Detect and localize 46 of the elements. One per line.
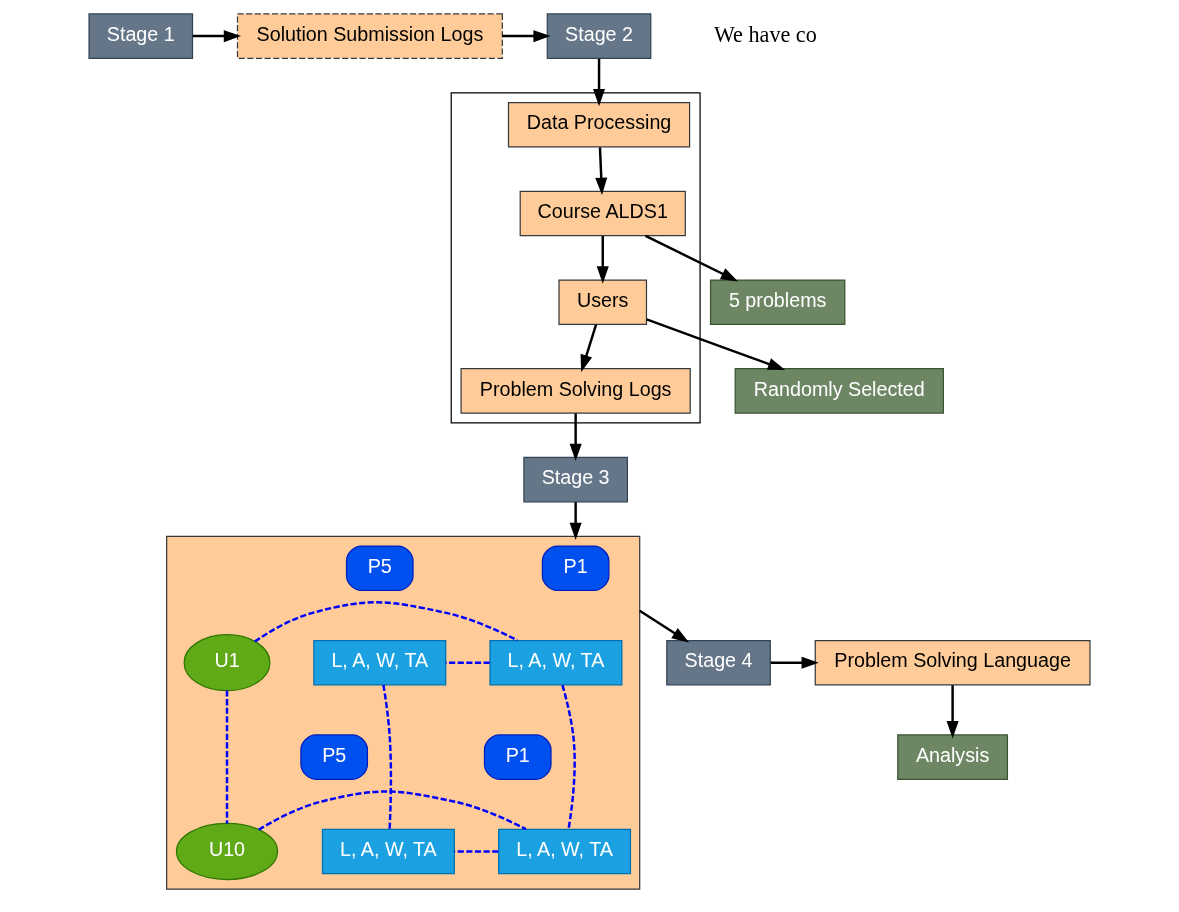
node-box: Stage 2 — [546, 12, 652, 59]
node-box: Problem Solving Logs — [460, 367, 691, 414]
cluster — [450, 91, 701, 424]
connector — [454, 849, 499, 853]
arrow — [639, 609, 690, 642]
node-box: Stage 3 — [523, 456, 628, 502]
connector — [225, 690, 229, 824]
node-ellipse: U1 — [183, 633, 271, 691]
connector — [382, 684, 393, 829]
node-box: P1 — [483, 733, 552, 780]
node-box: L, A, W, TA — [321, 828, 455, 874]
arrow — [502, 29, 551, 42]
node-box: Course ALDS1 — [519, 190, 686, 236]
arrow — [593, 58, 606, 106]
node-box: Randomly Selected — [734, 367, 944, 414]
node-box: P5 — [345, 545, 414, 591]
arrow — [646, 317, 786, 370]
node-box: Stage 4 — [666, 639, 771, 685]
node-ellipse: U10 — [175, 822, 279, 880]
node-box: Solution Submission Logs — [236, 12, 503, 59]
cluster — [166, 535, 641, 890]
node-box: L, A, W, TA — [313, 639, 447, 685]
arrow — [946, 684, 959, 738]
arrow — [580, 323, 598, 372]
connector — [445, 660, 490, 664]
node-box: Data Processing — [507, 101, 691, 148]
arrow — [770, 656, 819, 669]
arrow — [569, 501, 582, 540]
node-box: 5 problems — [709, 278, 846, 325]
node-box: Users — [558, 278, 648, 325]
arrow — [596, 235, 609, 284]
connector — [254, 600, 518, 642]
label: We have co — [713, 21, 817, 47]
arrow — [595, 146, 608, 195]
node-box: L, A, W, TA — [489, 639, 623, 685]
connector — [561, 684, 576, 829]
node-box: P5 — [300, 733, 369, 780]
arrow — [192, 29, 242, 42]
node-box: L, A, W, TA — [498, 828, 632, 874]
arrow — [645, 234, 739, 281]
node-box: Analysis — [897, 733, 1009, 780]
arrow — [569, 412, 582, 461]
node-box: P1 — [541, 545, 610, 591]
node-box: Problem Solving Language — [814, 639, 1091, 685]
connector — [258, 789, 527, 831]
node-box: Stage 1 — [88, 12, 194, 59]
